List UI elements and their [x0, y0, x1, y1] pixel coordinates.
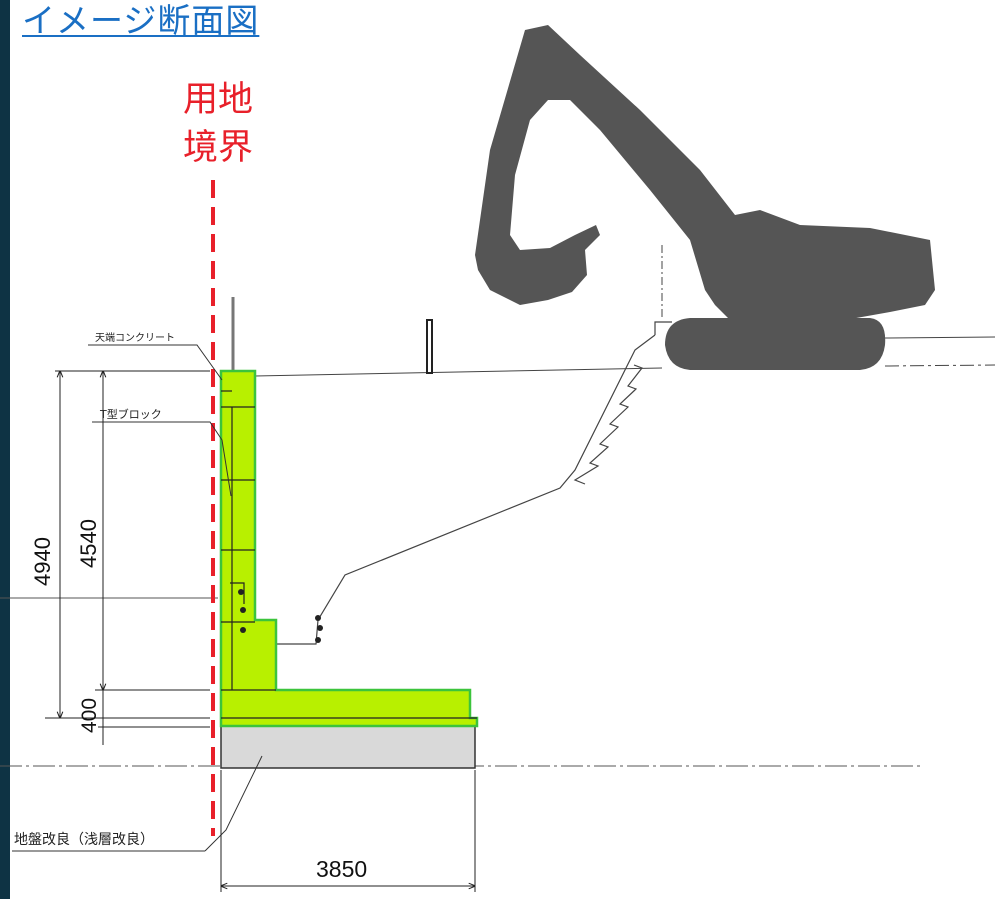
land-boundary-label: 用地 境界: [172, 76, 264, 172]
ground-surface: [254, 245, 995, 377]
diagram-title: イメージ断面図: [22, 1, 260, 40]
land-boundary-label-line2: 境界: [182, 128, 253, 168]
excavation-slope: [268, 321, 672, 645]
dim-text-4540: 4540: [76, 519, 101, 568]
left-edge-bar: [0, 0, 10, 899]
dimension-base-thickness: [98, 690, 210, 745]
label-ground-improvement: 地盤改良（浅層改良）: [14, 832, 154, 848]
dim-text-3850: 3850: [316, 856, 367, 882]
slope-bolts: [315, 615, 323, 643]
dim-text-400: 400: [78, 698, 101, 733]
dimension-base-width: [221, 770, 475, 892]
fence-post: [426, 319, 433, 374]
dimension-wall-height: [95, 371, 210, 690]
excavator-silhouette: [475, 25, 935, 370]
leader-lines: [88, 344, 263, 852]
t-block-retaining-wall: [219, 369, 479, 728]
ground-improvement-layer: [220, 725, 476, 769]
land-boundary-label-line1: 用地: [182, 80, 253, 120]
dimension-total-height: [45, 371, 210, 718]
label-top-concrete: 天端コンクリート: [95, 331, 175, 344]
label-t-block: T型ブロック: [99, 407, 162, 421]
dim-text-4940: 4940: [30, 537, 55, 586]
